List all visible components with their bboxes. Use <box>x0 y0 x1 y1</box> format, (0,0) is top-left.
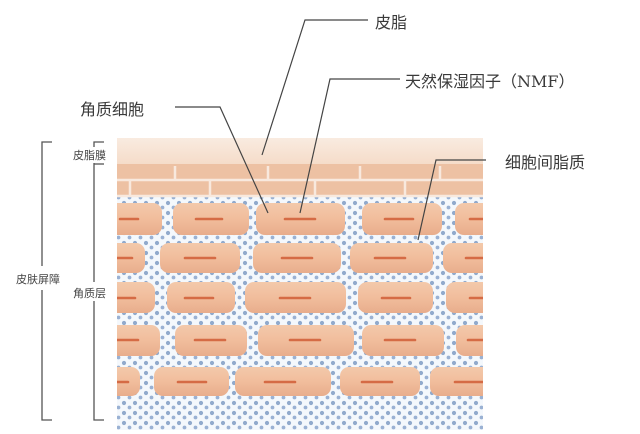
skin-barrier-bracket <box>41 141 52 266</box>
leader-sebum <box>261 19 368 156</box>
tissue-block <box>117 138 483 430</box>
upper-flattened-cells <box>117 164 483 198</box>
cell-nuclei <box>117 217 483 384</box>
leader-intercellular-lipid <box>417 159 486 241</box>
label-sebum: 皮脂 <box>375 13 408 32</box>
label-intercellular-lipid: 细胞间脂质 <box>505 153 586 172</box>
stratum-corneum-bracket <box>93 141 104 282</box>
label-nmf: 天然保湿因子（NMF） <box>405 72 575 91</box>
label-sebum-film: 皮脂膜 <box>73 147 106 163</box>
leader-lines <box>175 19 486 241</box>
label-stratum-corneum: 角质层 <box>73 285 106 301</box>
leader-nmf <box>299 78 400 214</box>
brackets <box>41 141 104 421</box>
label-corneocyte: 角质细胞 <box>80 100 145 119</box>
sebum-film-layer <box>117 138 483 164</box>
leader-corneocyte <box>175 106 269 214</box>
label-skin-barrier: 皮肤屏障 <box>16 271 60 287</box>
